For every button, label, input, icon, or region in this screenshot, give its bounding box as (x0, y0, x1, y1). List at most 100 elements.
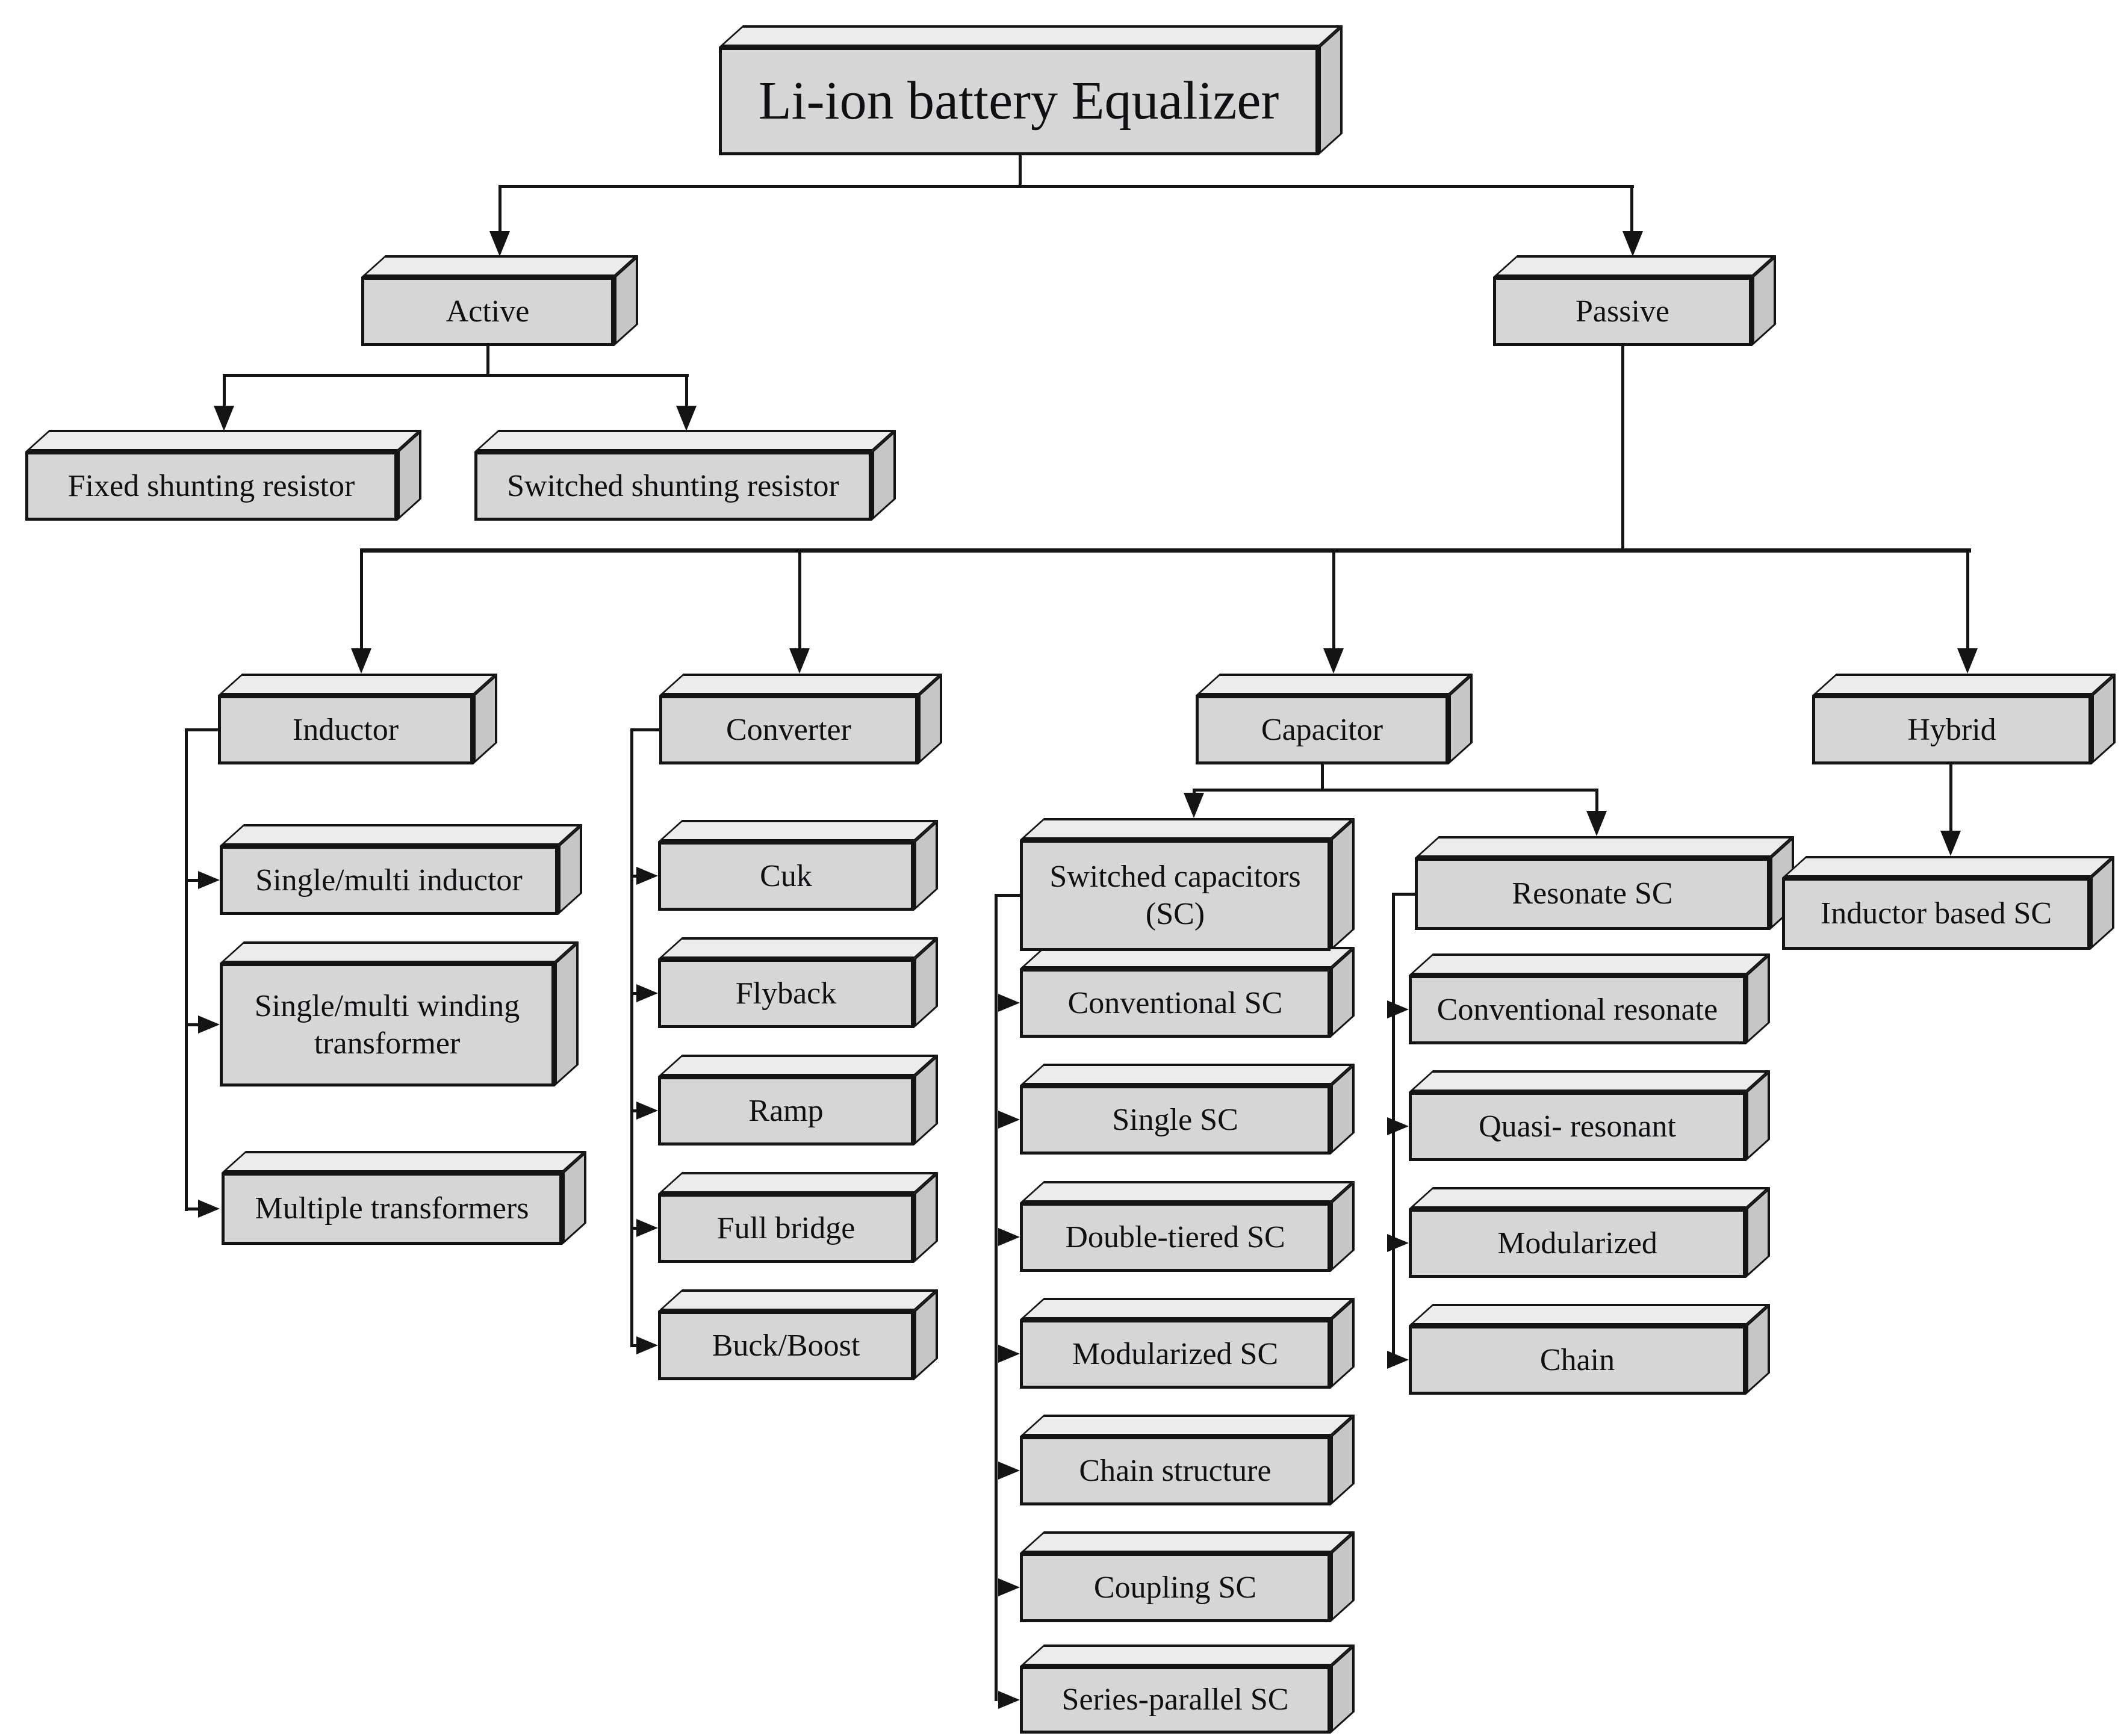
connector-line (630, 992, 639, 995)
box-top-face (1020, 1645, 1355, 1666)
arrow-down-icon (1586, 811, 1607, 836)
node-chain-structure: Chain structure (1020, 1414, 1355, 1505)
node-inductor-based-sc: Inductor based SC (1782, 855, 2114, 950)
connector-line (1392, 893, 1417, 896)
connector-line (185, 1023, 200, 1026)
box-top-face (1409, 1304, 1770, 1325)
box-side-face (1318, 25, 1343, 155)
connector-line (1332, 548, 1335, 651)
connector-line (1630, 185, 1633, 234)
connector-line (360, 548, 1971, 553)
connector-line (1193, 789, 1598, 792)
node-single-sc: Single SC (1020, 1063, 1355, 1155)
node-label: Quasi- resonant (1409, 1092, 1746, 1161)
node-modularized-sc: Modularized SC (1020, 1297, 1355, 1389)
node-label: Inductor (218, 695, 473, 764)
node-resonate-sc: Resonate SC (1415, 835, 1794, 930)
arrow-down-icon (214, 406, 234, 431)
connector-line (185, 1207, 200, 1211)
arrow-down-icon (489, 231, 510, 256)
box-side-face (554, 941, 579, 1087)
node-quasi-resonant: Quasi- resonant (1409, 1070, 1770, 1161)
connector-line (1321, 764, 1324, 792)
box-top-face (474, 430, 896, 451)
box-top-face (658, 937, 938, 959)
connector-line (1621, 346, 1624, 552)
box-top-face (222, 1151, 586, 1173)
node-multiple-transformers: Multiple transformers (222, 1150, 586, 1245)
arrow-down-icon (351, 648, 371, 674)
connector-line (223, 374, 226, 409)
box-top-face (659, 674, 942, 695)
box-top-face (658, 1289, 938, 1311)
box-top-face (1782, 856, 2114, 878)
node-label: Conventional SC (1020, 969, 1331, 1038)
arrow-right-icon (998, 1111, 1020, 1129)
arrow-right-icon (636, 1336, 658, 1354)
node-li-ion-battery-equalizer: Li-ion battery Equalizer (719, 25, 1343, 155)
arrow-right-icon (198, 1015, 220, 1034)
connector-line (1019, 155, 1022, 187)
arrow-right-icon (1387, 1351, 1409, 1369)
arrow-down-icon (1184, 793, 1204, 818)
node-cuk: Cuk (658, 819, 938, 911)
node-label: Single SC (1020, 1085, 1331, 1155)
node-hybrid: Hybrid (1812, 673, 2116, 764)
connector-line (1595, 789, 1598, 814)
node-label: Multiple transformers (222, 1173, 562, 1245)
node-label: Buck/Boost (658, 1311, 914, 1380)
connector-line (630, 1344, 639, 1347)
connector-line (995, 894, 1021, 897)
node-label: Passive (1493, 277, 1752, 346)
node-conventional-sc: Conventional SC (1020, 946, 1355, 1038)
node-label: Flyback (658, 959, 914, 1028)
box-side-face (1331, 817, 1355, 951)
node-label: Fixed shunting resistor (25, 451, 397, 521)
node-label: Switched shunting resistor (474, 451, 872, 521)
connector-line (630, 875, 639, 878)
connector-line (185, 728, 220, 731)
node-single-multi-winding-transformer: Single/multi winding transformer (220, 941, 579, 1087)
box-top-face (361, 255, 638, 277)
arrow-right-icon (636, 1102, 658, 1120)
box-top-face (1020, 1181, 1355, 1203)
node-label: Switched capacitors (SC) (1020, 840, 1331, 951)
arrow-right-icon (1387, 1234, 1409, 1252)
node-coupling-sc: Coupling SC (1020, 1531, 1355, 1622)
node-label: Active (361, 277, 614, 346)
connector-line (360, 548, 363, 651)
arrow-right-icon (998, 1228, 1020, 1246)
node-label: Single/multi inductor (220, 846, 558, 915)
box-top-face (25, 430, 422, 451)
arrow-down-icon (1940, 831, 1961, 856)
connector-line (223, 374, 689, 377)
box-top-face (1020, 818, 1355, 840)
box-top-face (719, 25, 1343, 47)
connector-line (798, 548, 801, 651)
box-top-face (1020, 1531, 1355, 1553)
node-label: Coupling SC (1020, 1553, 1331, 1622)
arrow-right-icon (998, 1462, 1020, 1480)
node-ramp: Ramp (658, 1054, 938, 1145)
node-converter: Converter (659, 673, 942, 764)
node-buck-boost: Buck/Boost (658, 1289, 938, 1380)
node-full-bridge: Full bridge (658, 1171, 938, 1263)
box-top-face (1493, 255, 1776, 277)
node-chain: Chain (1409, 1303, 1770, 1395)
node-inductor: Inductor (218, 673, 497, 764)
box-top-face (1812, 674, 2116, 695)
node-label: Modularized SC (1020, 1319, 1331, 1389)
node-label: Series-parallel SC (1020, 1666, 1331, 1734)
box-top-face (658, 1055, 938, 1076)
connector-line (685, 374, 688, 409)
arrow-down-icon (1957, 648, 1978, 674)
connector-line (630, 1109, 639, 1112)
arrow-down-icon (676, 406, 697, 431)
box-top-face (220, 941, 579, 963)
arrow-right-icon (1387, 1117, 1409, 1135)
arrow-right-icon (636, 1219, 658, 1237)
box-top-face (1409, 1070, 1770, 1092)
node-series-parallel-sc: Series-parallel SC (1020, 1644, 1355, 1734)
connector-line (630, 728, 660, 731)
box-top-face (1020, 1064, 1355, 1085)
